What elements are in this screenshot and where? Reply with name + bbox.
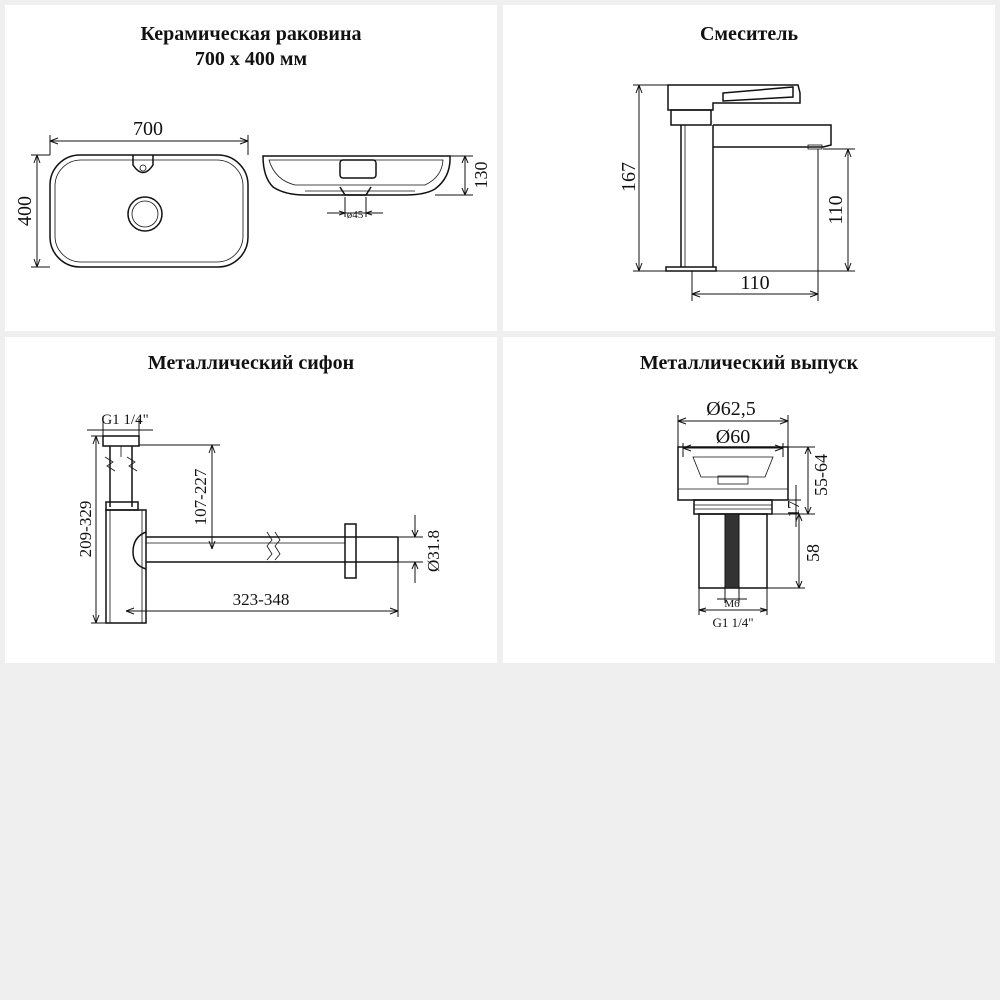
siphon-pipe-break-mark — [266, 531, 281, 561]
siphon-bottle — [105, 509, 147, 624]
sink-title-line2: 700 х 400 мм — [194, 48, 308, 70]
sink-title: Керамическая раковина 700 х 400 мм — [5, 22, 497, 72]
sink-title-line1: Керамическая раковина — [140, 23, 362, 45]
faucet-title: Смеситель — [699, 23, 799, 45]
faucet-reach-label: 110 — [740, 272, 769, 294]
siphon-length-label: 323-348 — [233, 590, 290, 609]
sink-panel: Керамическая раковина 700 х 400 мм 700 4… — [5, 5, 497, 331]
siphon-upper-break-mark — [104, 456, 138, 472]
drain-inner-diameter-label: Ø60 — [716, 426, 750, 448]
siphon-drawing: G1 1/4" 209-329 107-227 323-348 Ø31.8 — [76, 412, 443, 624]
drain-total-height-label: 55-64 — [811, 454, 831, 496]
sink-side-inner — [268, 159, 444, 186]
siphon-height-label: 209-329 — [76, 501, 95, 558]
siphon-top-cap — [102, 435, 140, 447]
siphon-thread-label: G1 1/4" — [101, 412, 148, 428]
sink-top-inner-outline — [54, 159, 244, 263]
siphon-pipe-diameter-label: Ø31.8 — [424, 530, 443, 572]
sink-side-tap-block — [339, 159, 377, 179]
siphon-wall-flange — [344, 523, 357, 579]
faucet-spout-height-label: 110 — [825, 195, 847, 224]
sink-drain-inner — [131, 200, 159, 228]
drain-thread-label: G1 1/4" — [712, 615, 753, 630]
sink-faucet-hole-inner — [139, 164, 147, 172]
siphon-panel: Металлический сифон G1 1/4" — [5, 337, 497, 663]
drain-strainer — [692, 456, 774, 478]
siphon-title: Металлический сифон — [147, 352, 355, 374]
drain-bolt-label: M6 — [724, 598, 740, 610]
faucet-lever-slot — [722, 86, 794, 102]
drain-threaded-collar — [693, 499, 773, 515]
faucet-aerator — [807, 144, 823, 150]
sink-width-label: 700 — [133, 118, 163, 140]
sink-height-label: 400 — [14, 196, 36, 226]
drain-title: Металлический выпуск — [639, 352, 859, 374]
faucet-drawing: 167 110 110 — [618, 84, 855, 301]
drain-panel: Металлический выпуск Ø62,5 Ø60 55-64 — [503, 337, 995, 663]
sink-side-outline — [262, 155, 451, 196]
siphon-collar — [105, 501, 139, 511]
faucet-panel: Смеситель 167 110 110 — [503, 5, 995, 331]
siphon-outlet-height-label: 107-227 — [191, 468, 210, 525]
sink-depth-label: 130 — [471, 162, 491, 189]
drain-head — [677, 446, 789, 501]
drain-thread-length-label: 58 — [803, 544, 823, 562]
drain-drawing: Ø62,5 Ø60 55-64 17 58 M6 G1 1/4" — [677, 398, 831, 630]
sink-drain-label: ø45 — [347, 209, 364, 221]
sink-drain-outer — [127, 196, 163, 232]
sink-drawing: 700 400 130 ø45 — [14, 118, 491, 268]
drain-bolt — [724, 513, 740, 589]
faucet-base — [665, 266, 717, 272]
faucet-height-label: 167 — [618, 162, 640, 192]
faucet-spout — [713, 124, 832, 148]
faucet-body — [670, 109, 712, 126]
sink-faucet-hole — [132, 155, 154, 174]
drain-outer-diameter-label: Ø62,5 — [706, 398, 755, 420]
drain-head-height-label: 17 — [784, 500, 803, 518]
siphon-elbow — [132, 531, 147, 570]
sink-top-outline — [49, 154, 249, 268]
